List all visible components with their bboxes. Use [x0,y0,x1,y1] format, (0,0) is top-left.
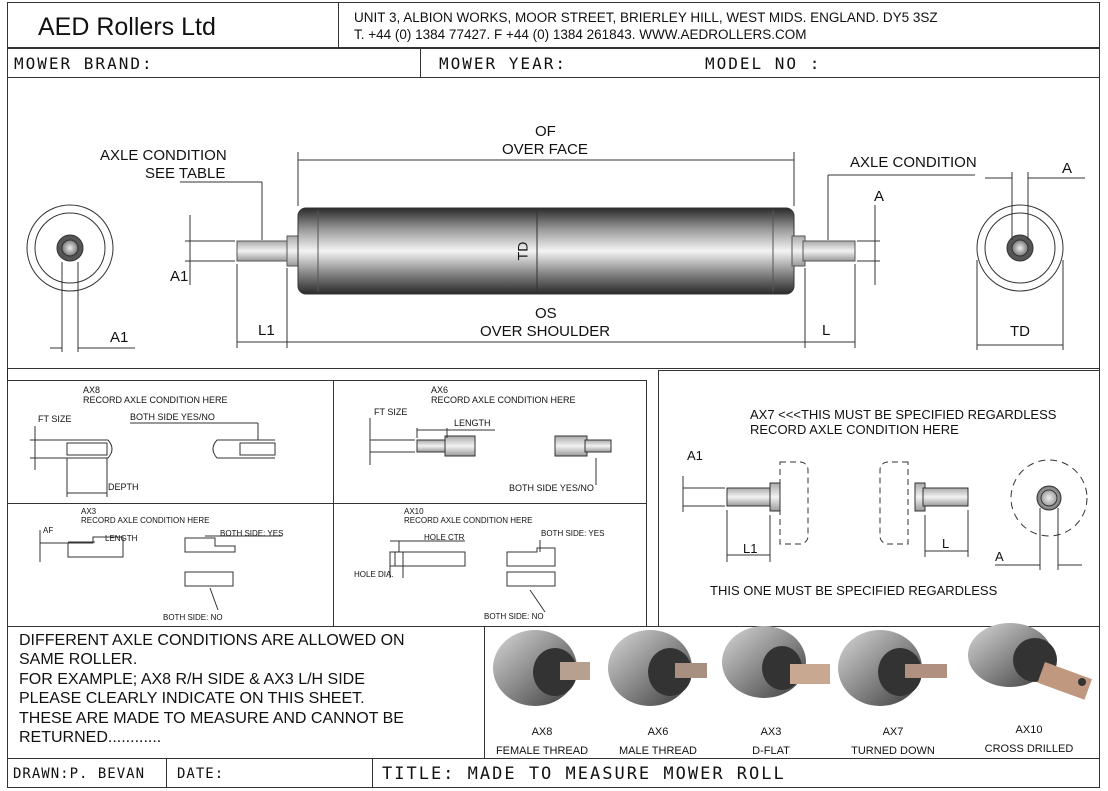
axle-left-label-2: SEE TABLE [145,165,226,182]
address-line: UNIT 3, ALBION WORKS, MOOR STREET, BRIER… [354,10,938,25]
ax7-l1: L1 [743,541,758,556]
os-label: OS [535,305,557,322]
photo-ax7-code: AX7 [882,726,904,738]
model-label: MODEL NO : [705,54,822,73]
ax8-both: BOTH SIDE YES/NO [130,412,215,422]
ax3-panel: AX3 RECORD AXLE CONDITION HERE AF LENGTH… [7,503,334,627]
ax8-depth: DEPTH [108,482,139,492]
ax10-record: RECORD AXLE CONDITION HERE [404,516,533,525]
photo-ax10-label: CROSS DRILLED [984,743,1074,755]
drawn-label: DRAWN:P. BEVAN [13,766,146,782]
note-line-5: THESE ARE MADE TO MEASURE AND CANNOT BE [19,710,404,727]
year-model-field[interactable]: MOWER YEAR: MODEL NO : [420,48,1100,78]
axle-right-label: AXLE CONDITION [850,154,977,171]
ax10-panel: AX10 RECORD AXLE CONDITION HERE HOLE CTR… [333,503,647,627]
notes-panel: DIFFERENT AXLE CONDITIONS ARE ALLOWED ON… [7,626,485,759]
l1-label: L1 [258,322,275,339]
over-face-label: OVER FACE [502,141,588,158]
photo-ax3-label: D-FLAT [752,745,790,757]
drawn-field[interactable]: DRAWN:P. BEVAN [7,758,167,788]
ax3-af: AF [43,526,54,535]
brand-label: MOWER BRAND: [14,54,154,73]
ax10-code: AX10 [404,507,424,516]
ax6-ft-size: FT SIZE [374,407,408,417]
date-label: DATE: [177,766,225,782]
note-line-4: PLEASE CLEARLY INDICATE ON THIS SHEET. [19,690,365,707]
ax7-footer: THIS ONE MUST BE SPECIFIED REGARDLESS [710,583,998,598]
address-box: UNIT 3, ALBION WORKS, MOOR STREET, BRIER… [338,2,1100,48]
ax3-both-yes: BOTH SIDE: YES [220,529,284,538]
a-label-shaft: A [874,188,885,205]
ax6-panel: AX6 RECORD AXLE CONDITION HERE FT SIZE L… [333,380,647,504]
title-field: TITLE: MADE TO MEASURE MOWER ROLL [372,758,1100,788]
main-drawing-area [7,77,1100,369]
note-line-3: FOR EXAMPLE; AX8 R/H SIDE & AX3 L/H SIDE [19,671,365,688]
note-line-2: SAME ROLLER. [19,651,138,668]
ax6-both: BOTH SIDE YES/NO [509,483,594,493]
photo-ax10-code: AX10 [1015,724,1043,736]
ax8-code: AX8 [83,385,101,395]
photo-ax8-code: AX8 [531,726,553,738]
ax6-length: LENGTH [454,418,491,428]
ax10-both-no: BOTH SIDE: NO [484,612,544,621]
photo-ax3-code: AX3 [760,726,782,738]
company-name: AED Rollers Ltd [38,13,216,41]
brand-field[interactable]: MOWER BRAND: [7,48,421,78]
note-line-6: RETURNED............ [19,729,162,746]
ax3-length: LENGTH [105,534,138,543]
note-line-1: DIFFERENT AXLE CONDITIONS ARE ALLOWED ON [19,632,405,649]
ax8-panel: AX8 RECORD AXLE CONDITION HERE FT SIZE B… [7,380,334,504]
ax6-code: AX6 [431,385,449,395]
ax10-hole-ctr: HOLE CTR [424,533,465,542]
ax3-code: AX3 [81,507,97,516]
ax3-record: RECORD AXLE CONDITION HERE [81,516,210,525]
ax10-both-yes: BOTH SIDE: YES [541,529,605,538]
of-label: OF [535,123,556,140]
a-label-right: A [1062,160,1073,177]
ax8-ft-size: FT SIZE [38,414,72,424]
ax6-record: RECORD AXLE CONDITION HERE [431,395,576,405]
photo-ax6-label: MALE THREAD [618,745,698,757]
title-label: TITLE: MADE TO MEASURE MOWER ROLL [382,764,786,784]
photo-panel [484,626,1100,759]
axle-left-label-1: AXLE CONDITION [100,147,227,164]
photo-ax6-code: AX6 [647,726,669,738]
a1-label-left: A1 [110,329,129,346]
year-label: MOWER YEAR: [439,54,567,73]
over-shoulder-label: OVER SHOULDER [480,323,611,340]
td-label-body: TD [514,241,531,261]
a1-label-shaft: A1 [170,268,189,285]
contact-line: T. +44 (0) 1384 77427. F +44 (0) 1384 26… [354,27,807,42]
ax7-l: L [942,536,950,551]
photo-ax8-label: FEMALE THREAD [495,745,589,757]
ax7-a1: A1 [687,448,703,463]
ax7-line2: RECORD AXLE CONDITION HERE [750,422,959,437]
td-label-right: TD [1010,323,1030,340]
ax8-record: RECORD AXLE CONDITION HERE [83,395,228,405]
ax10-hole-dia: HOLE DIA. [354,570,394,579]
company-box: AED Rollers Ltd [7,2,339,48]
photo-ax7-label: TURNED DOWN [851,745,935,757]
ax7-panel: AX7 <<<THIS MUST BE SPECIFIED REGARDLESS… [658,370,1100,627]
date-field[interactable]: DATE: [166,758,373,788]
ax7-line1: AX7 <<<THIS MUST BE SPECIFIED REGARDLESS [750,407,1057,422]
ax7-a: A [995,549,1004,564]
ax3-both-no: BOTH SIDE: NO [163,613,223,622]
l-label: L [822,322,831,339]
